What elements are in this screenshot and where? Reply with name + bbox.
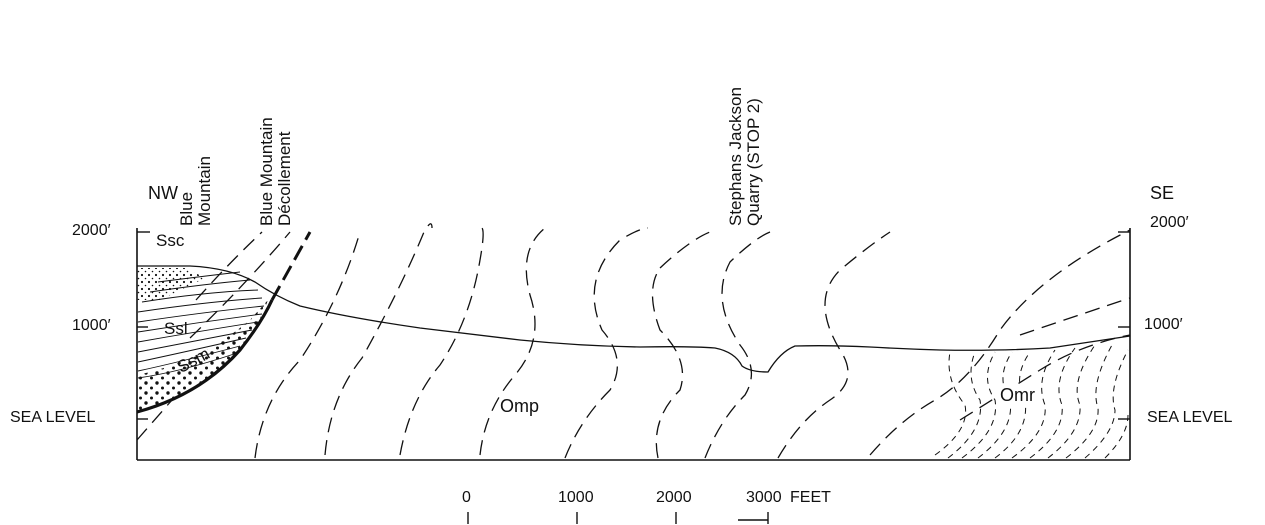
elev-right-2000: 2000′ xyxy=(1150,214,1189,231)
orientation-se: SE xyxy=(1150,183,1175,203)
label-decollement-line2: Décollement xyxy=(275,131,294,227)
orientation-nw: NW xyxy=(148,183,178,203)
elev-left-1000: 1000′ xyxy=(72,317,111,334)
elev-right-sea-level: SEA LEVEL xyxy=(1147,409,1233,426)
label-quarry-line2: Quarry (STOP 2) xyxy=(744,98,763,226)
omr-fold-traces xyxy=(934,344,1129,459)
decollement-fault xyxy=(136,299,274,414)
label-quarry: Stephans Jackson Quarry (STOP 2) xyxy=(726,87,763,226)
label-blue-mountain: Blue Mountain xyxy=(177,156,214,226)
scale-tick-0: 0 xyxy=(462,489,471,506)
unit-label-ssc: Ssc xyxy=(156,231,185,250)
label-decollement: Blue Mountain Décollement xyxy=(257,117,294,227)
label-quarry-line1: Stephans Jackson xyxy=(726,87,745,226)
unit-label-ssl: Ssl xyxy=(164,319,188,338)
scale-tick-2000: 2000 xyxy=(656,489,692,506)
scale-tick-1000: 1000 xyxy=(558,489,594,506)
scale-unit-feet: FEET xyxy=(790,489,831,506)
unit-label-omr: Omr xyxy=(998,385,1037,406)
label-decollement-line1: Blue Mountain xyxy=(257,117,276,226)
elev-left-2000: 2000′ xyxy=(72,222,111,239)
unit-ssm-fill xyxy=(137,300,268,412)
unit-ssc-fill xyxy=(137,268,205,300)
section-frame xyxy=(136,228,1131,461)
elev-right-1000: 1000′ xyxy=(1144,316,1183,333)
elevation-ticks xyxy=(137,231,1130,420)
elev-left-sea-level: SEA LEVEL xyxy=(10,409,96,426)
topographic-surface xyxy=(137,265,1131,373)
label-blue-mountain-line2: Mountain xyxy=(195,156,214,226)
scale-tick-3000: 3000 xyxy=(746,489,782,506)
decollement-projection xyxy=(270,231,312,301)
label-blue-mountain-line1: Blue xyxy=(177,191,196,226)
scale-bar xyxy=(467,512,769,524)
fold-traces xyxy=(136,223,1131,459)
unit-label-omp: Omp xyxy=(500,396,540,416)
